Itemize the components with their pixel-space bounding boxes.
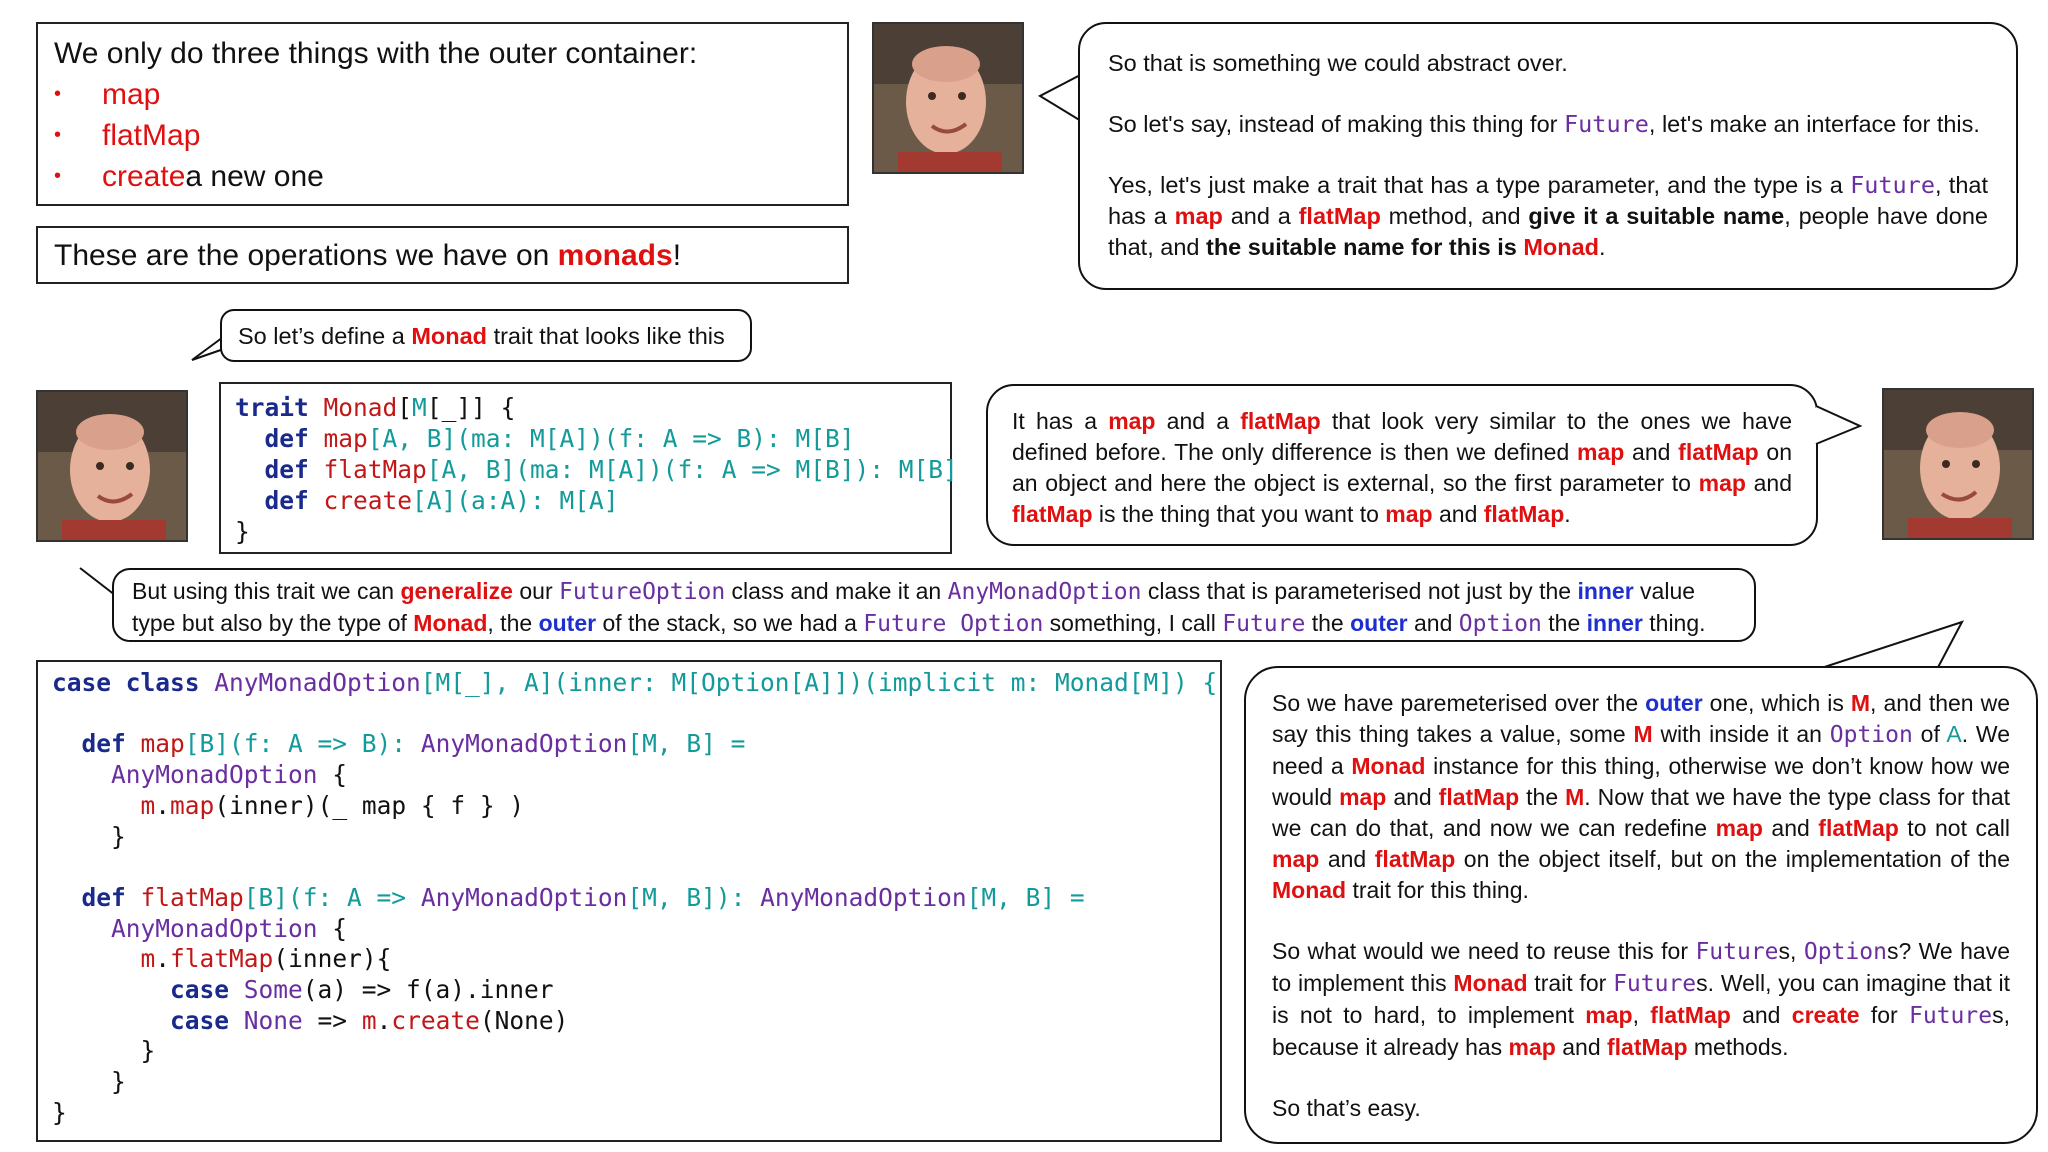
code-line bbox=[52, 699, 1206, 730]
bubble-similar: It has a map and a flatMap that look ver… bbox=[986, 384, 1818, 546]
code-line: trait Monad[M[_]] { bbox=[235, 393, 516, 422]
speaker-avatar bbox=[1882, 388, 2034, 540]
code-line: } bbox=[235, 517, 250, 546]
code-line: AnyMonadOption { bbox=[111, 913, 348, 943]
code-line: def map[B](f: A => B): AnyMonadOption[M,… bbox=[81, 729, 746, 759]
code-line: m.map(inner)(_ map { f } ) bbox=[140, 790, 525, 820]
speaker-avatar-icon bbox=[38, 392, 186, 540]
bubble-abstract-p3: Yes, let's just make a trait that has a … bbox=[1108, 171, 1988, 260]
bubble-parameterised: So we have paremeterised over the outer … bbox=[1244, 666, 2038, 1144]
code-line: def map[A, B](ma: M[A])(f: A => B): M[B] bbox=[264, 424, 855, 453]
bubble-param-p2: So what would we need to reuse this for … bbox=[1272, 938, 2011, 1060]
code-line: } bbox=[111, 821, 126, 851]
code-line: def flatMap[B](f: A => AnyMonadOption[M,… bbox=[81, 882, 1085, 912]
trait-code-block: trait Monad[M[_]] { def map[A, B](ma: M[… bbox=[219, 382, 958, 554]
intro-list: •map •flatMap •create a new one bbox=[54, 74, 831, 197]
bubble-param-p1: So we have paremeterised over the outer … bbox=[1272, 690, 2011, 903]
speaker-avatar bbox=[872, 22, 1024, 174]
case-class-code-block: case class AnyMonadOption[M[_], A](inner… bbox=[36, 660, 1222, 1142]
bubble-param-p3: So that’s easy. bbox=[1272, 1095, 1421, 1121]
speaker-avatar-icon bbox=[874, 24, 1022, 172]
code-line: } bbox=[52, 1097, 67, 1127]
code-line: case Some(a) => f(a).inner bbox=[170, 975, 554, 1005]
bubble-define: So let’s define a Monad trait that looks… bbox=[220, 309, 752, 362]
intro-box: We only do three things with the outer c… bbox=[36, 22, 849, 206]
code-line: } bbox=[140, 1036, 156, 1066]
code-line: } bbox=[111, 1067, 126, 1097]
bubble-abstract-p1: So that is something we could abstract o… bbox=[1108, 50, 1568, 76]
list-item: •create a new one bbox=[54, 160, 324, 193]
operations-box: These are the operations we have on mona… bbox=[36, 226, 849, 284]
list-item: •map bbox=[54, 78, 161, 111]
intro-heading: We only do three things with the outer c… bbox=[54, 37, 698, 70]
code-line bbox=[52, 852, 1206, 883]
code-line: case None => m.create(None) bbox=[170, 1005, 569, 1035]
bubble-abstract: So that is something we could abstract o… bbox=[1078, 22, 2018, 290]
bubble-tail bbox=[1037, 71, 1087, 125]
code-line: def create[A](a:A): M[A] bbox=[264, 486, 619, 515]
bubble-abstract-p2: So let's say, instead of making this thi… bbox=[1108, 110, 1980, 138]
code-line: m.flatMap(inner){ bbox=[140, 944, 392, 974]
speaker-avatar bbox=[36, 390, 188, 542]
bubble-tail bbox=[1814, 405, 1863, 445]
bubble-generalize: But using this trait we can generalize o… bbox=[112, 568, 1756, 642]
code-line: AnyMonadOption { bbox=[111, 760, 348, 790]
code-line: def flatMap[A, B](ma: M[A])(f: A => M[B]… bbox=[264, 455, 958, 484]
speaker-avatar-icon bbox=[1884, 390, 2032, 538]
code-line: case class AnyMonadOption[M[_], A](inner… bbox=[52, 668, 1218, 697]
list-item: •flatMap bbox=[54, 119, 201, 152]
